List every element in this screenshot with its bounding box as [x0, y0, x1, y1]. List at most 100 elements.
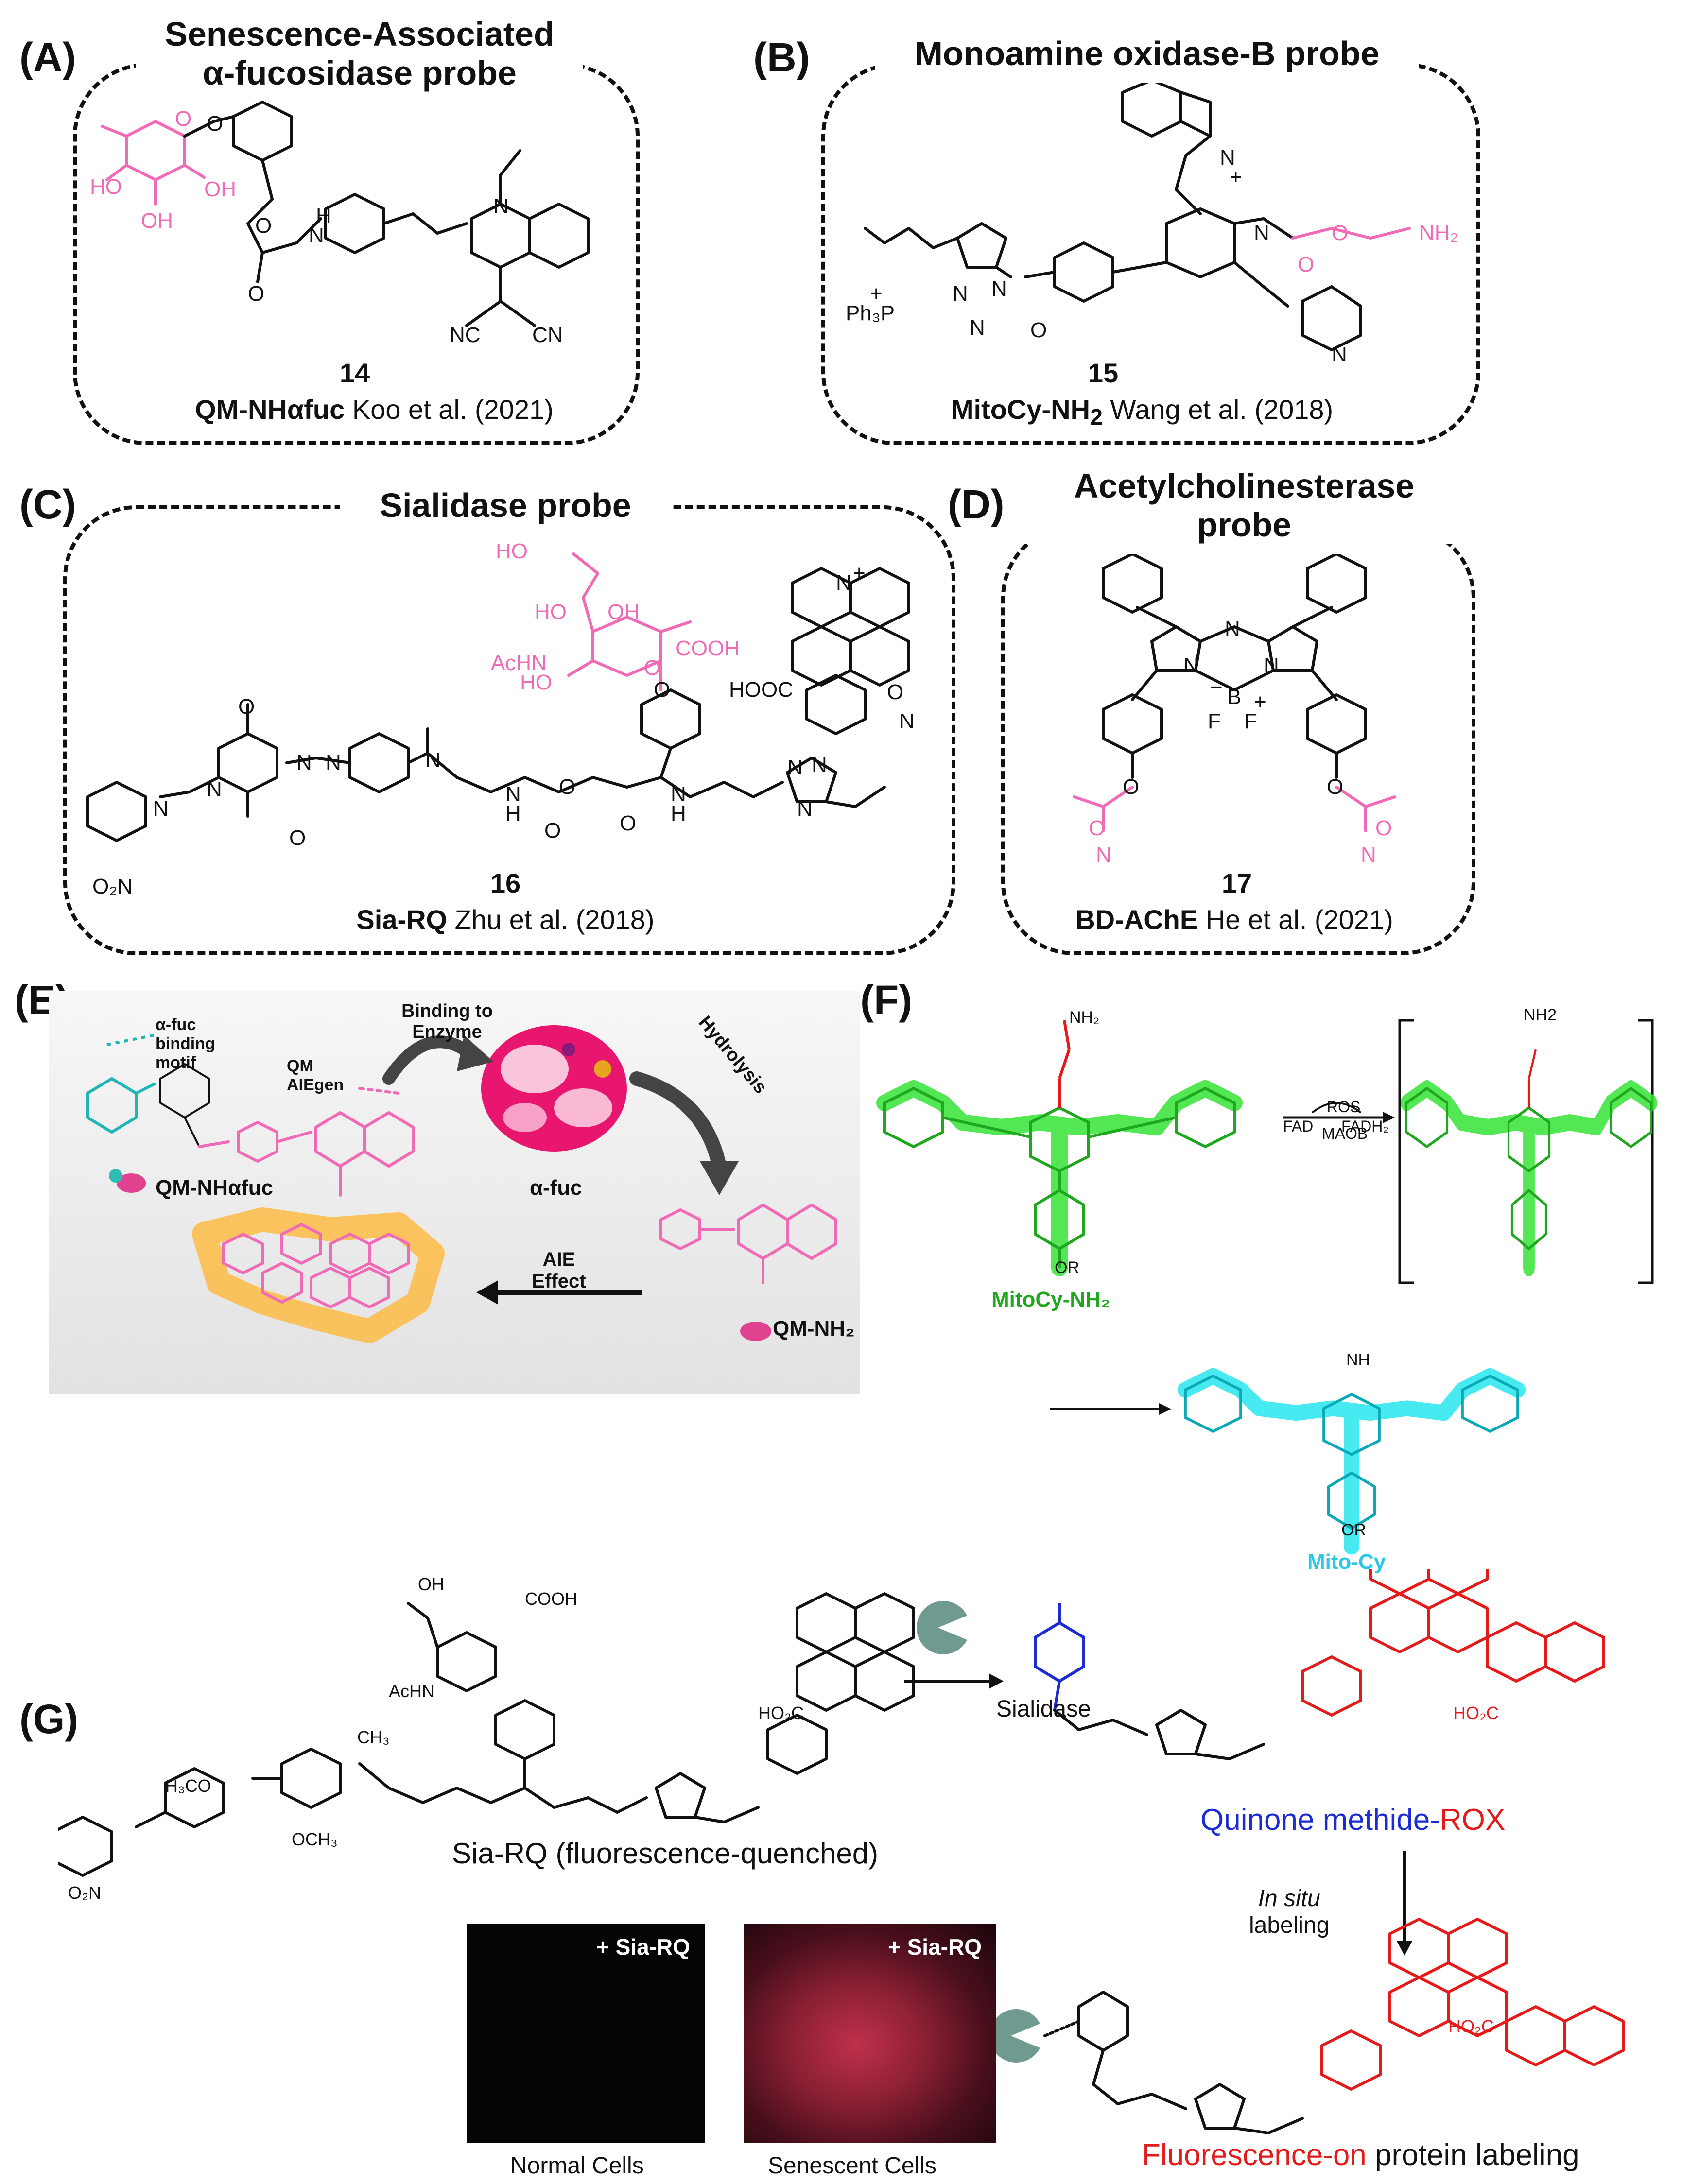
d-atom-n5: N: [1361, 843, 1376, 867]
g-label-intermediate: Quinone methide-ROX: [1200, 1803, 1505, 1837]
e-label-binding: Binding to Enzyme: [401, 1001, 493, 1042]
panel-e-scheme: [86, 1025, 837, 1343]
g-label-och3: OCH₃: [292, 1829, 338, 1849]
a-atom-ho: HO: [90, 175, 122, 199]
f-label-ros: ROS: [1327, 1098, 1361, 1116]
d-atom-minus: −: [1210, 675, 1223, 699]
panel-d-title-line2: probe: [1196, 506, 1292, 544]
panel-d-title-line1: Acetylcholinesterase: [1074, 467, 1415, 505]
panel-g-scheme: [58, 1569, 1625, 2134]
c-atom-n12: N: [671, 782, 686, 806]
panel-b-citation: Wang et al. (2018): [1110, 394, 1334, 425]
c-atom-n10: N: [425, 748, 441, 772]
c-atom-o4: O: [238, 695, 255, 719]
panel-b-title: Monoamine oxidase-B probe: [875, 34, 1419, 73]
g-label-intermediate-b: ROX: [1439, 1803, 1506, 1837]
e-label-enzyme: α-fuc: [530, 1176, 582, 1200]
g-label-in-situ-b: labeling: [1249, 1912, 1330, 1938]
g-label-probe: Sia-RQ (fluorescence-quenched): [452, 1837, 879, 1870]
b-atom-n2: N: [1254, 221, 1269, 245]
e-label-product: QM-NH₂: [773, 1317, 855, 1341]
b-atom-o1: O: [1298, 253, 1315, 276]
b-atom-n1: N: [1220, 146, 1235, 170]
c-atom-n1: N: [836, 571, 851, 595]
b-atom-ph3p: Ph₃P: [846, 301, 895, 325]
g-label-oh: OH: [418, 1574, 444, 1594]
f-label-or-1: OR: [1055, 1258, 1079, 1277]
g-label-final: Fluorescence-on protein labeling: [1142, 2138, 1579, 2172]
c-atom-hooc: HOOC: [729, 678, 793, 702]
panel-b-probe-name-sub: 2: [1090, 404, 1103, 430]
c-atom-o7: O: [544, 819, 561, 843]
b-atom-plus1: +: [1230, 165, 1242, 189]
b-atom-n5: N: [970, 316, 985, 340]
panel-b-compound-number: 15: [1088, 358, 1119, 388]
c-atom-n9: N: [326, 751, 341, 774]
a-atom-h: H: [316, 204, 331, 228]
g-label-h3co: H₃CO: [165, 1776, 211, 1796]
c-atom-plus: +: [853, 561, 866, 585]
panel-b-structure: [864, 83, 1411, 351]
d-atom-b: B: [1227, 685, 1242, 709]
d-atom-n1: N: [1225, 617, 1240, 641]
g-image-normal-tag: + Sia-RQ: [596, 1934, 690, 1960]
g-label-o2n: O₂N: [68, 1883, 101, 1903]
panel-b-probe-name: MitoCy-NH: [951, 394, 1091, 425]
panel-c-structure: [86, 552, 910, 842]
c-atom-ho2: HO: [535, 600, 567, 624]
panel-d-letter: (D): [948, 482, 1005, 527]
panel-a-caption: QM-NHαfuc Koo et al. (2021): [180, 394, 569, 425]
panel-b-letter: (B): [753, 34, 810, 80]
b-atom-nh2: NH₂: [1419, 221, 1458, 245]
g-label-final-b: protein labeling: [1366, 2138, 1579, 2172]
c-atom-n2: N: [899, 709, 915, 733]
f-label-product: Mito-Cy: [1307, 1550, 1386, 1574]
panel-d-probe-name: BD-AChE: [1075, 904, 1198, 935]
c-atom-o3: O: [887, 680, 904, 704]
panel-d-structure: [1073, 554, 1396, 832]
g-label-in-situ-a: In situ: [1258, 1886, 1320, 1911]
d-atom-f2: F: [1244, 709, 1257, 733]
f-label-fad: FAD: [1283, 1118, 1314, 1135]
f-label-nh2-top: NH₂: [1069, 1008, 1100, 1027]
g-label-ch3: CH₃: [357, 1727, 390, 1747]
g-label-ho2c-2: HO₂C: [1453, 1703, 1499, 1723]
panel-b-caption: MitoCy-NH2 Wang et al. (2018): [923, 394, 1361, 430]
d-atom-f1: F: [1208, 709, 1221, 733]
g-caption-senescent: Senescent Cells: [768, 2153, 936, 2179]
panel-a-letter: (A): [19, 34, 76, 80]
d-atom-o2: O: [1327, 775, 1344, 799]
c-atom-n5: N: [797, 797, 813, 821]
panel-a-structure: [101, 101, 590, 327]
e-label-probe: QM-NHαfuc: [156, 1176, 274, 1200]
f-label-maob: MAOB: [1322, 1125, 1368, 1142]
f-label-reactant: MitoCy-NH₂: [991, 1288, 1110, 1311]
b-atom-plus2: +: [870, 282, 883, 306]
b-atom-n3: N: [953, 282, 968, 306]
c-atom-h1: H: [505, 802, 521, 825]
panel-g-letter: (G): [19, 1696, 79, 1742]
c-atom-n4: N: [812, 753, 827, 777]
panel-c-compound-number: 16: [490, 868, 521, 898]
c-atom-o6: O: [559, 775, 576, 799]
c-atom-n6: N: [153, 797, 169, 821]
g-image-senescent-tag: + Sia-RQ: [887, 1934, 982, 1960]
c-atom-ho3: HO: [520, 671, 552, 694]
g-caption-normal: Normal Cells: [510, 2153, 644, 2179]
b-atom-o3: O: [1030, 318, 1047, 342]
f-label-nh: NH: [1346, 1351, 1370, 1369]
a-atom-o4: O: [248, 282, 265, 306]
g-image-senescent-cells: + Sia-RQ: [744, 1924, 996, 2143]
e-label-aiegen: QM AIEgen: [287, 1057, 344, 1094]
panel-a-title-line1: Senescence-Associated: [165, 15, 555, 53]
g-label-enzyme: Sialidase: [996, 1696, 1091, 1722]
panel-a-probe-name: QM-NHαfuc: [195, 394, 345, 425]
f-label-nh2-plus: NH2: [1524, 1006, 1557, 1024]
a-atom-oh2: OH: [204, 177, 236, 201]
b-atom-n6: N: [1332, 343, 1347, 366]
e-label-aie: AIE Effect: [532, 1249, 586, 1292]
a-atom-n1: N: [309, 224, 324, 247]
c-atom-oh: OH: [607, 600, 640, 624]
panel-e-background: [49, 991, 860, 1394]
a-atom-o2: O: [207, 112, 224, 136]
